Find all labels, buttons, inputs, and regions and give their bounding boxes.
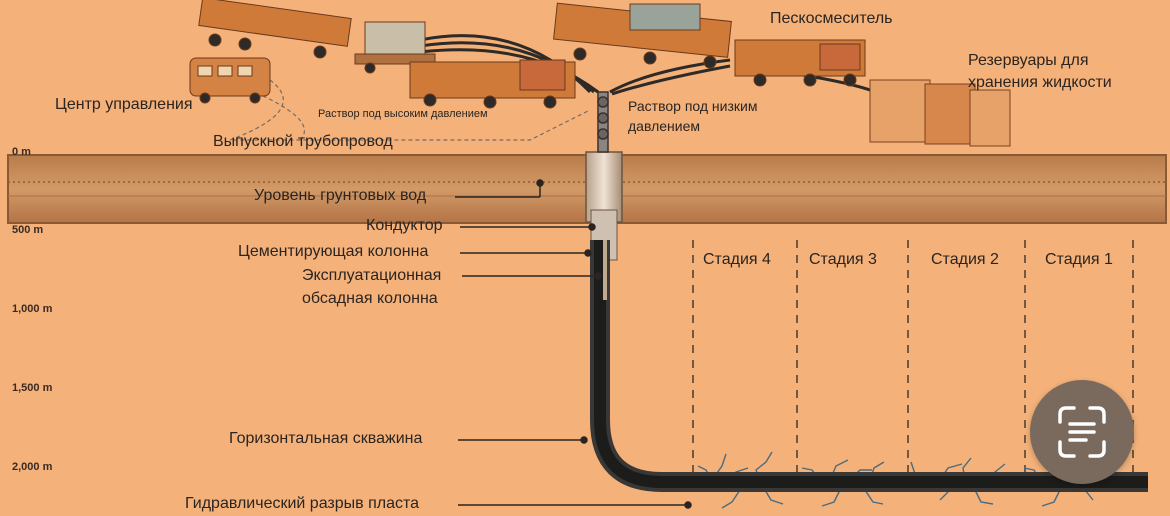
storage-tanks [869, 79, 1011, 147]
label-conductor: Кондуктор [366, 217, 443, 234]
depth-2000: 2,000 m [12, 461, 53, 473]
depth-500: 500 m [12, 224, 44, 236]
label-production-casing-2: обсадная колонна [302, 290, 438, 307]
label-horizontal-well: Горизонтальная скважина [229, 430, 423, 447]
depth-0: 0 m [12, 146, 31, 158]
stage-2-label: Стадия 2 [931, 251, 999, 268]
stage-3-label: Стадия 3 [809, 251, 877, 268]
label-low-pressure-2: давлением [628, 118, 700, 134]
control-van [189, 57, 271, 104]
depth-1500: 1,500 m [12, 382, 53, 394]
frac-truck-2 [409, 59, 576, 109]
frac-truck-3 [553, 2, 732, 69]
stage-dividers [692, 240, 1134, 490]
scan-text-icon [1058, 406, 1106, 458]
label-low-pressure-1: Раствор под низким [628, 98, 758, 114]
label-high-pressure: Раствор под высоким давлением [318, 108, 488, 120]
stage-4-label: Стадия 4 [703, 251, 771, 268]
label-tanks-2: хранения жидкости [968, 74, 1112, 91]
depth-1000: 1,000 m [12, 303, 53, 315]
label-control-center: Центр управления [55, 96, 193, 113]
blender-truck [734, 39, 866, 87]
label-blender: Пескосмеситель [770, 10, 893, 27]
label-tanks-1: Резервуары для [968, 52, 1089, 69]
label-hydraulic-fracturing: Гидравлический разрыв пласта [185, 495, 420, 512]
label-flowback-line: Выпускной трубопровод [213, 133, 393, 150]
wellhead [597, 91, 609, 153]
surface-hoses [419, 34, 871, 96]
label-production-casing-1: Эксплуатационная [302, 267, 442, 284]
stage-1-label: Стадия 1 [1045, 251, 1113, 268]
leader-lines [455, 179, 692, 509]
scan-text-button[interactable] [1030, 380, 1134, 484]
sand-trailer [354, 21, 436, 74]
label-cement-casing: Цементирующая колонна [238, 243, 429, 260]
frac-truck-1 [198, 0, 352, 59]
label-groundwater: Уровень грунтовых вод [254, 187, 427, 204]
